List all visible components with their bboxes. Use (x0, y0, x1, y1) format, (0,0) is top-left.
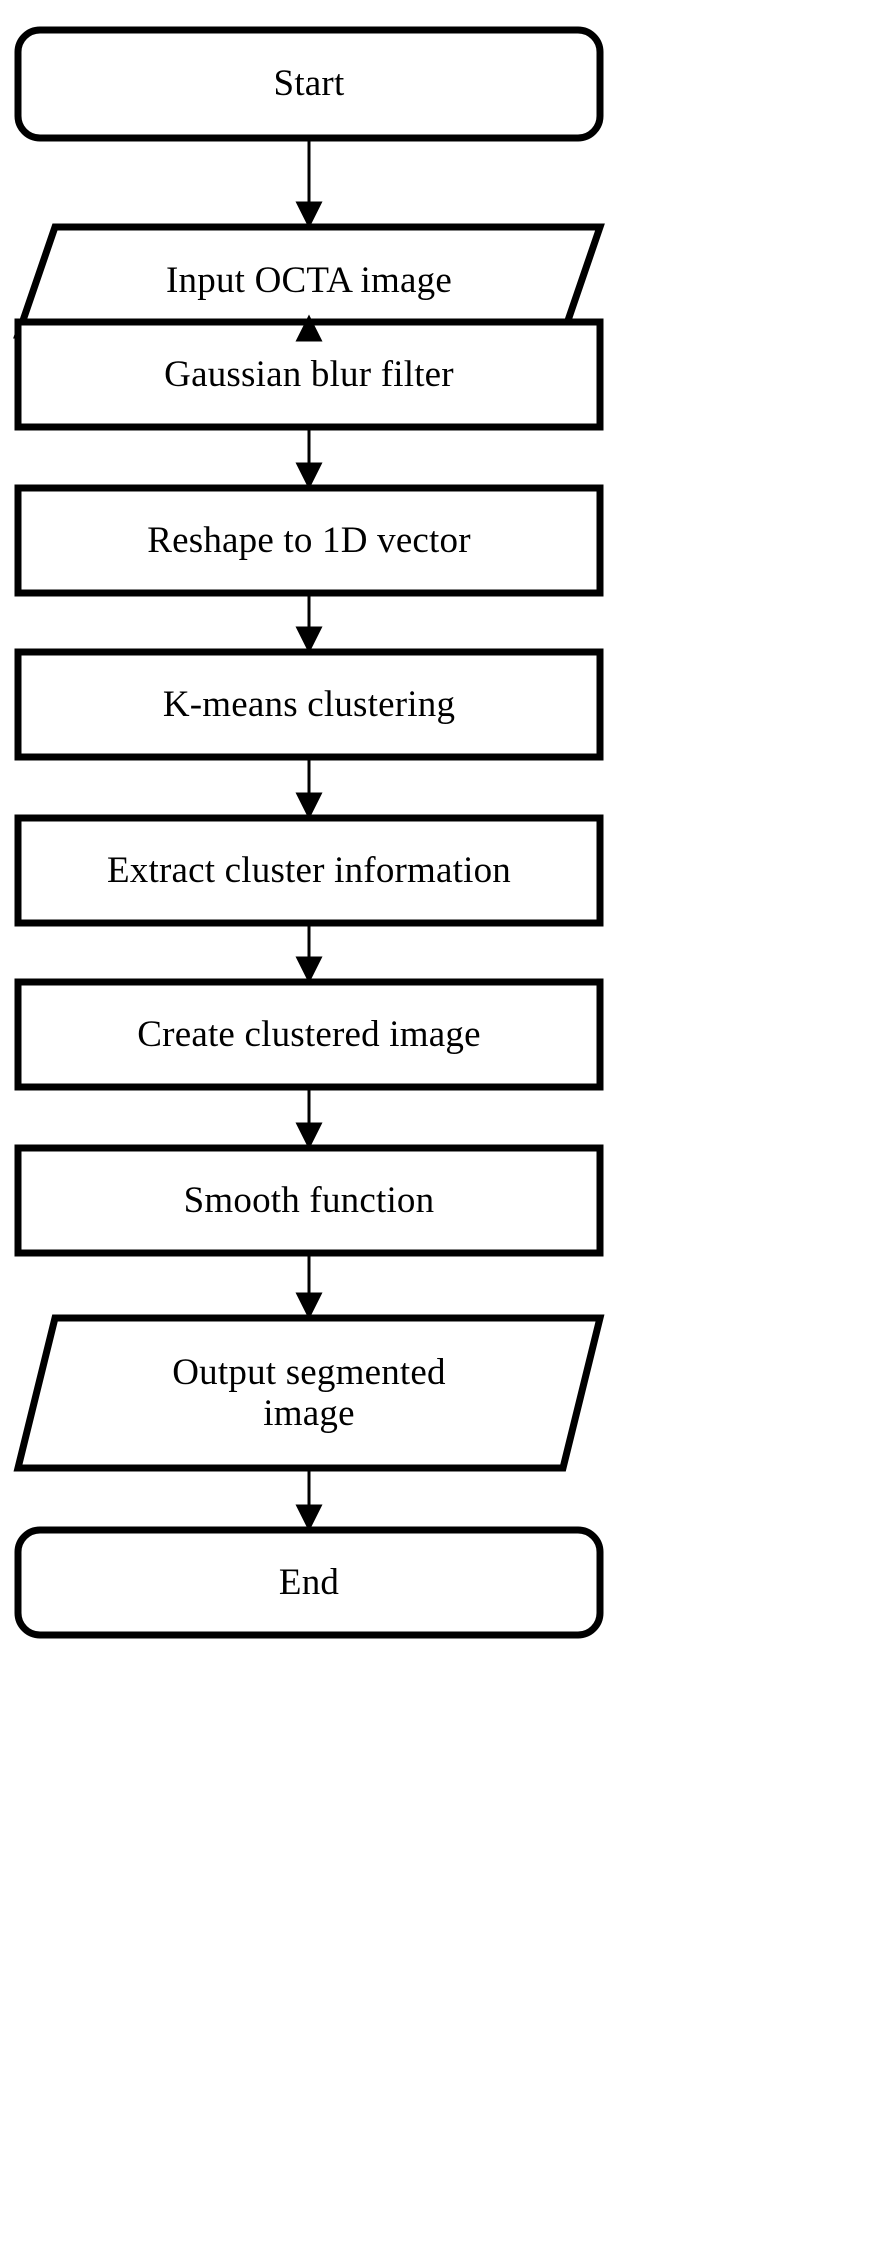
node-reshape-to-1d-vector[interactable] (18, 488, 600, 593)
node-smooth-function[interactable] (18, 1148, 600, 1253)
node-end[interactable] (18, 1530, 600, 1635)
node-gaussian-blur-filter[interactable] (18, 322, 600, 427)
node-shape-create-clustered-image[interactable] (14, 978, 604, 1091)
node-input-octa-image[interactable] (18, 227, 600, 335)
node-create-clustered-image[interactable] (18, 982, 600, 1087)
node-shape-output-segmented-image[interactable] (13, 1314, 605, 1472)
node-k-means-clustering[interactable] (18, 652, 600, 757)
node-output-segmented-image[interactable] (18, 1318, 600, 1468)
node-shape-smooth-function[interactable] (14, 1144, 604, 1257)
node-extract-cluster-information[interactable] (18, 818, 600, 923)
node-start[interactable] (18, 30, 600, 138)
